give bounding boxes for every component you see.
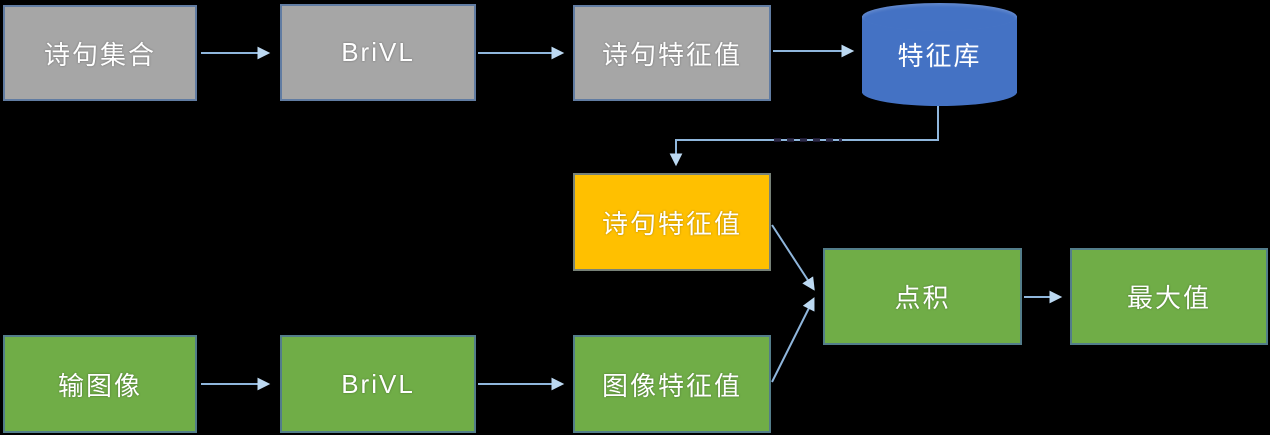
arrow-poemquery-to-dotproduct: [771, 224, 815, 291]
node-image-features: 图像特征值: [573, 335, 771, 433]
node-input-image: 输图像: [3, 335, 197, 433]
node-poem-set-label: 诗句集合: [43, 39, 156, 70]
node-input-image-label: 输图像: [57, 370, 142, 401]
node-max-value: 最大值: [1070, 248, 1268, 345]
node-poem-set: 诗句集合: [3, 5, 197, 101]
node-brivl-bottom: BriVL: [280, 335, 476, 433]
node-poem-features-query-label: 诗句特征值: [601, 208, 742, 239]
node-poem-features-label: 诗句特征值: [601, 39, 742, 70]
arrow-imagefeatures-to-dotproduct: [771, 297, 815, 383]
arrow-featuredb-to-poemquery: [669, 106, 939, 167]
node-feature-database-label: 特征库: [897, 41, 982, 71]
cylinder-top-cap: [862, 3, 1017, 31]
node-max-value-label: 最大值: [1126, 283, 1211, 313]
node-brivl-top-label: BriVL: [341, 37, 415, 67]
node-brivl-top: BriVL: [280, 4, 476, 101]
node-dot-product-label: 点积: [894, 283, 951, 313]
node-poem-features-query: 诗句特征值: [573, 173, 771, 271]
node-poem-features: 诗句特征值: [573, 5, 771, 101]
node-dot-product: 点积: [823, 248, 1022, 345]
node-brivl-bottom-label: BriVL: [341, 368, 415, 399]
node-feature-database: 特征库: [862, 3, 1017, 106]
node-image-features-label: 图像特征值: [601, 370, 742, 401]
